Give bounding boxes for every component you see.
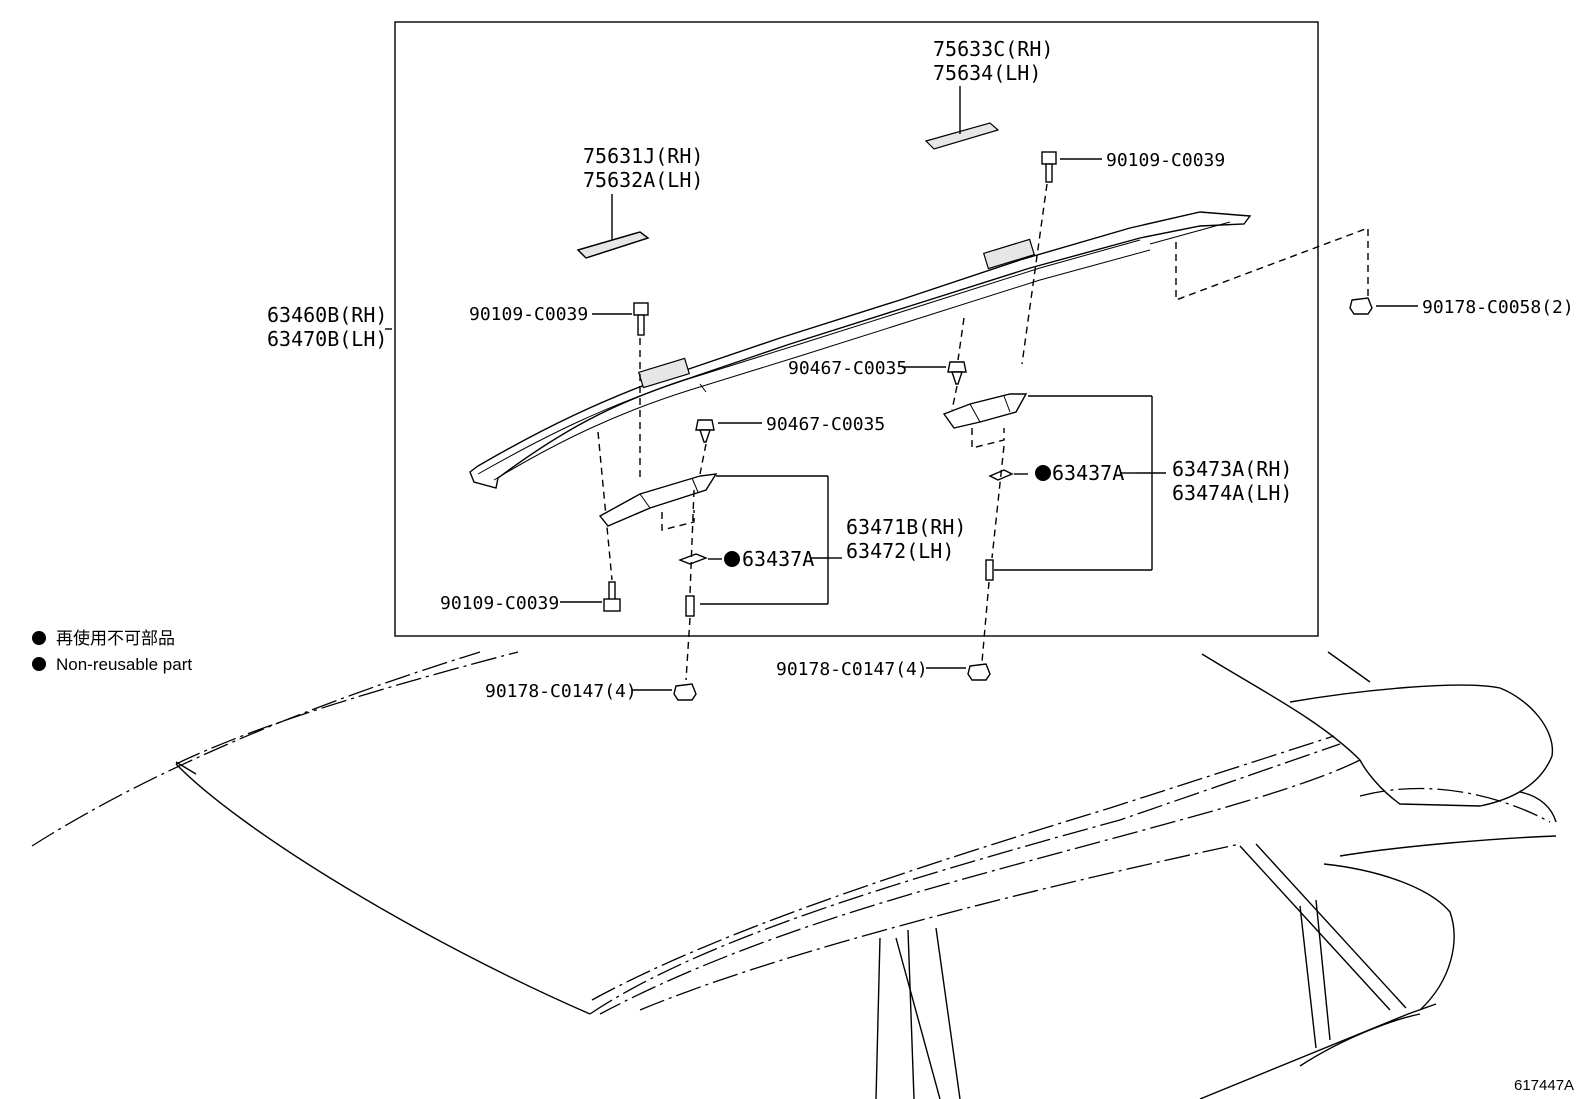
bolt-lower-left[interactable] [603,581,621,612]
roof-rail[interactable] [469,211,1252,489]
front-cover[interactable] [576,231,650,259]
rear-leg[interactable] [942,393,1028,429]
rail-rh-label: 63460B(RH) [267,303,387,327]
diagram-code: 617447A [1514,1077,1574,1094]
front-leg[interactable] [598,473,718,527]
front-stud[interactable] [685,595,695,617]
clip-rear-label: 90467-C0035 [788,358,907,379]
rear-nut[interactable] [1349,297,1373,315]
bolt-top-right-label: 90109-C0039 [1106,150,1225,171]
mid-nut[interactable] [967,663,991,681]
bolt-upper-left[interactable] [633,302,649,336]
rear-cover[interactable] [924,122,1000,150]
legend-english: Non-reusable part [56,655,192,674]
rear-leg-lh-label: 63474A(LH) [1172,481,1292,505]
front-nut-label: 90178-C0147(4) [485,681,637,702]
rail-lh-label: 63470B(LH) [267,327,387,351]
front-cover-rh-label: 75631J(RH) [583,144,703,168]
vehicle-body [31,651,1557,1099]
rear-cover-lh-label: 75634(LH) [933,61,1041,85]
rear-cover-rh-label: 75633C(RH) [933,37,1053,61]
bolt-lower-left-label: 90109-C0039 [440,593,559,614]
mid-nut-label: 90178-C0147(4) [776,659,928,680]
front-cover-lh-label: 75632A(LH) [583,168,703,192]
exploded-view-frame [394,21,1319,637]
front-gasket-dot [724,551,740,567]
front-leg-rh-label: 63471B(RH) [846,515,966,539]
rear-nut-label: 90178-C0058(2) [1422,297,1574,318]
bolt-top-right[interactable] [1041,151,1057,183]
front-gasket-label: 63437A [742,547,814,571]
rear-gasket-dot [1035,465,1051,481]
front-leg-lh-label: 63472(LH) [846,539,954,563]
rear-leg-rh-label: 63473A(RH) [1172,457,1292,481]
front-gasket[interactable] [678,553,708,565]
legend-dot-jp [32,631,46,645]
clip-rear[interactable] [947,361,967,385]
rear-gasket-label: 63437A [1052,461,1124,485]
bolt-upper-left-label: 90109-C0039 [469,304,588,325]
front-nut[interactable] [673,683,697,701]
legend-dot-en [32,657,46,671]
legend-japanese: 再使用不可部品 [56,628,175,648]
clip-front[interactable] [695,419,715,443]
clip-front-label: 90467-C0035 [766,414,885,435]
rear-stud[interactable] [985,559,994,581]
